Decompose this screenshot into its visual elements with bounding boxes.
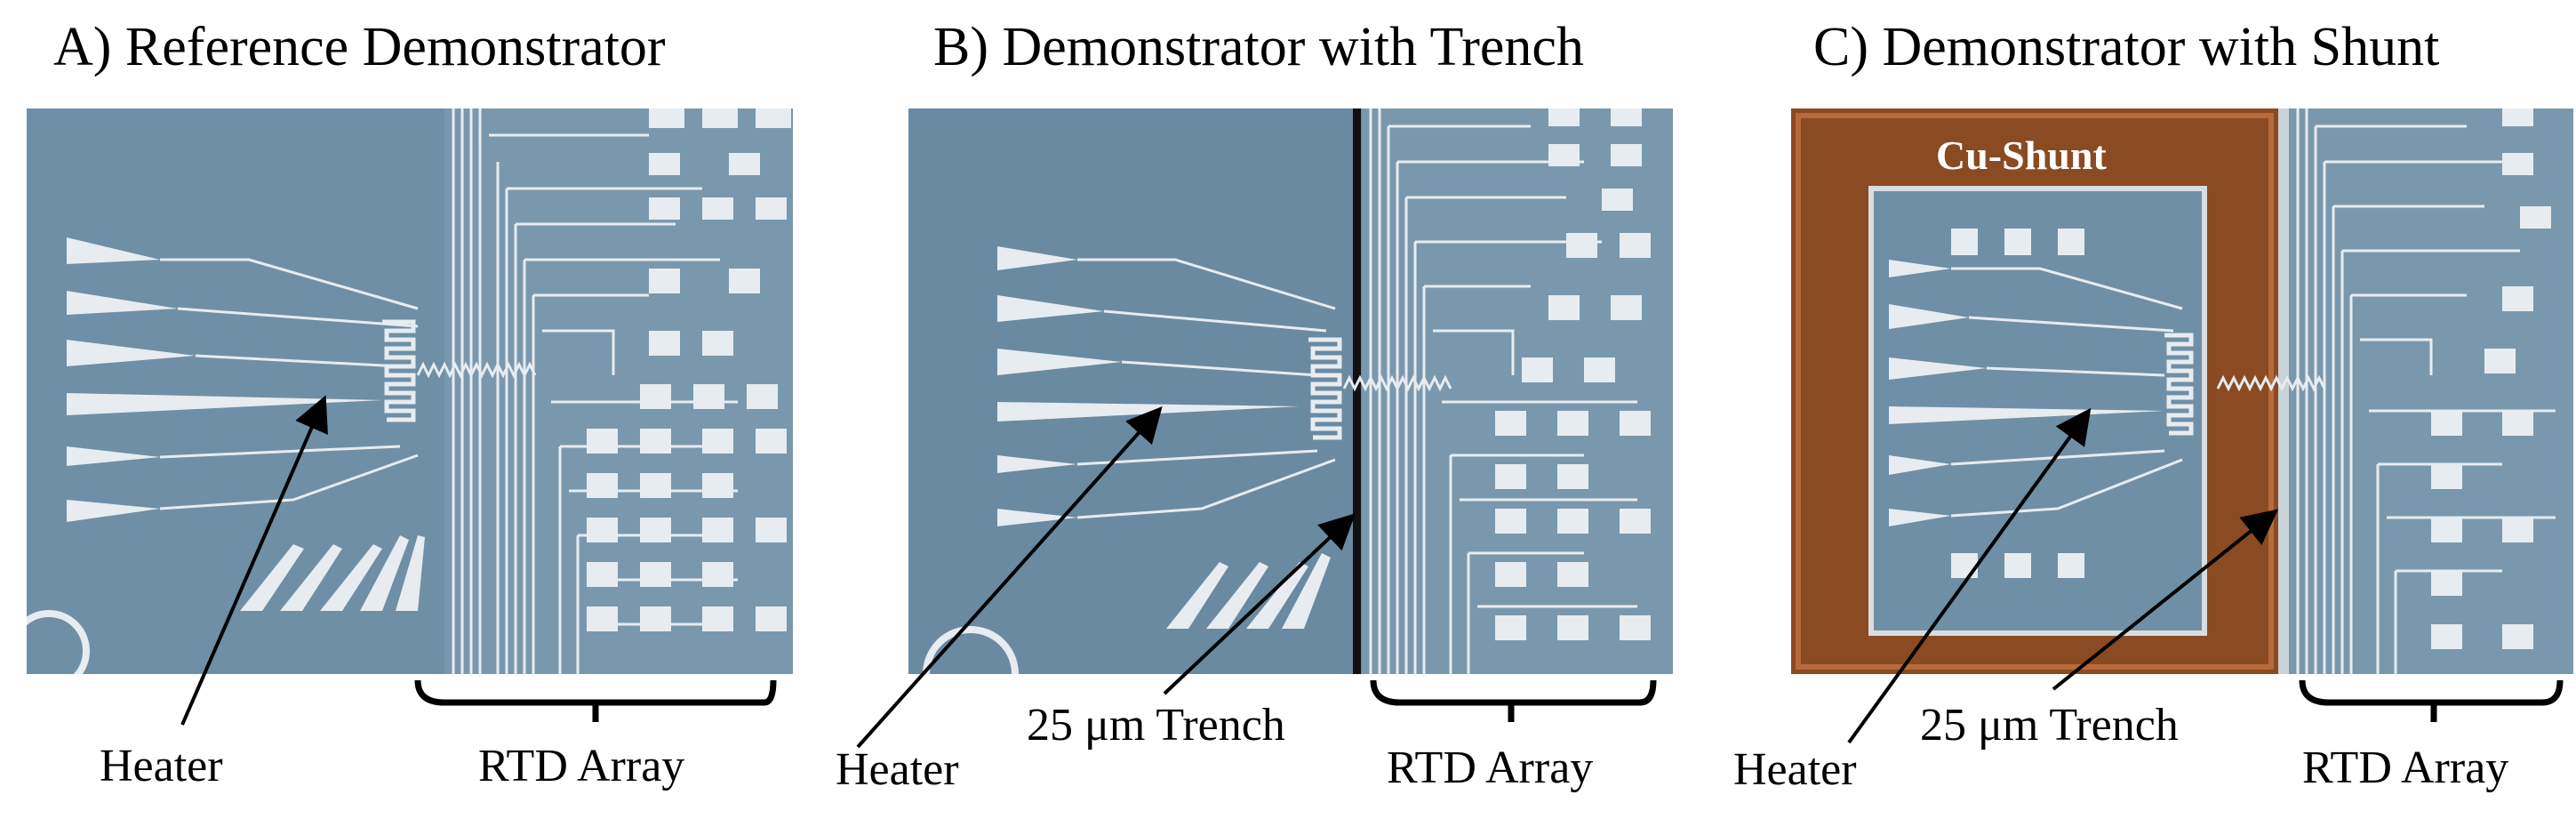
panel-c-title: C) Demonstrator with Shunt xyxy=(1813,17,2440,77)
rtd-array-label: RTD Array xyxy=(478,741,685,791)
trench-arrow xyxy=(1163,513,1356,695)
rtd-array-label: RTD Array xyxy=(1387,743,1594,793)
panel-a-annotations xyxy=(180,395,777,726)
panel-b-title: B) Demonstrator with Trench xyxy=(933,17,1584,77)
panel-demonstrator-with-trench: B) Demonstrator with Trench xyxy=(827,0,1680,819)
heater-label: Heater xyxy=(100,741,223,791)
panel-b-annotations xyxy=(856,406,1657,749)
cu-shunt-label: Cu-Shunt xyxy=(1936,132,2107,178)
trench-label: 25 μm Trench xyxy=(1920,700,2179,751)
panel-c-annotations xyxy=(1847,407,2564,744)
rtd-bracket xyxy=(414,679,777,706)
heater-arrow xyxy=(856,406,1163,749)
panel-reference-demonstrator: A) Reference Demonstrator xyxy=(0,0,800,819)
trench xyxy=(1353,108,1361,674)
rtd-bracket xyxy=(2299,679,2564,706)
panel-a-title: A) Reference Demonstrator xyxy=(53,17,666,77)
panel-b-micrograph xyxy=(908,108,1673,674)
panel-c-micrograph xyxy=(1791,108,2573,674)
rtd-bracket xyxy=(1370,679,1657,706)
heater-label: Heater xyxy=(1733,744,1857,795)
trench-arrow xyxy=(2052,509,2279,691)
heater-label: Heater xyxy=(836,744,959,795)
trench-label: 25 μm Trench xyxy=(1027,700,1285,751)
rtd-array-label: RTD Array xyxy=(2302,743,2509,793)
panel-demonstrator-with-shunt: C) Demonstrator with Shunt xyxy=(1716,0,2576,819)
panel-a-micrograph xyxy=(27,108,793,674)
heater-arrow xyxy=(180,395,328,726)
heater-arrow xyxy=(1847,407,2092,744)
